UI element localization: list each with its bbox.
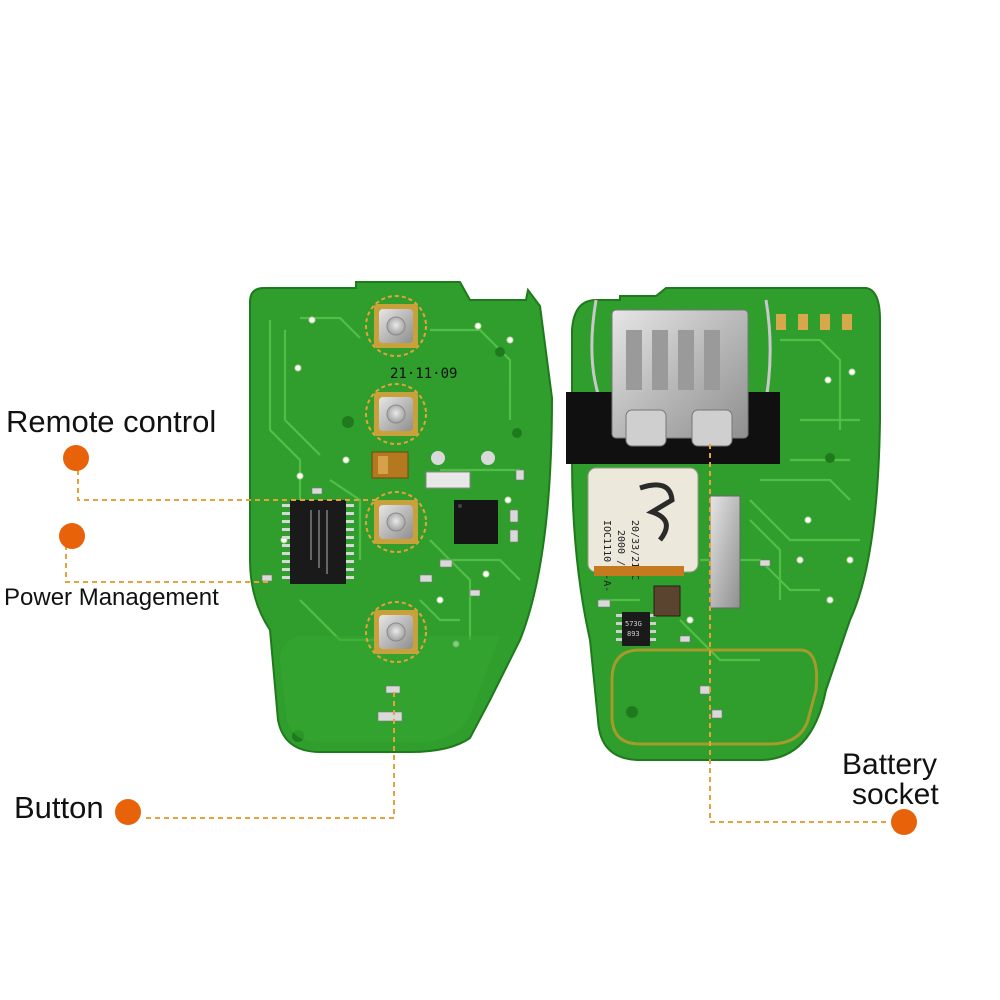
chip-marking-2: 893 xyxy=(627,630,640,638)
pcb-button-1 xyxy=(365,295,427,357)
chip-marking-1: 573G xyxy=(625,620,642,628)
label-remote-control: Remote control xyxy=(6,404,217,439)
dot-button xyxy=(115,799,141,825)
battery-socket xyxy=(566,299,780,464)
metal-strip xyxy=(709,495,741,609)
pcb-button-4 xyxy=(365,601,427,663)
leader-remote-control xyxy=(77,470,376,501)
power-management-chip xyxy=(282,500,354,584)
module-text-line-1: IOC1110 P-A- xyxy=(601,520,612,592)
right-pcb-board: IOC1110 P-A- 2000 / 20/33/21 C 573G 893 xyxy=(566,287,881,761)
left-pcb-board: 21·11·09 xyxy=(249,281,554,753)
dot-power-management xyxy=(59,523,85,549)
pcb-button-2 xyxy=(365,383,427,445)
leader-power-management xyxy=(65,545,270,583)
leader-lines xyxy=(65,440,886,823)
date-print: 21·11·09 xyxy=(390,366,457,382)
dot-remote-control xyxy=(63,445,89,471)
crystal-component xyxy=(425,471,471,489)
contact-pads xyxy=(776,314,852,330)
dot-battery-socket xyxy=(891,809,917,835)
label-button: Button xyxy=(14,790,104,825)
module-text-line-2: 2000 / xyxy=(615,530,626,566)
rf-module: IOC1110 P-A- 2000 / 20/33/21 C xyxy=(587,467,699,592)
leader-battery-socket xyxy=(709,440,886,823)
brown-component xyxy=(653,585,681,617)
smd-component-amber xyxy=(371,451,409,479)
small-ic-chip: 573G 893 xyxy=(616,612,656,646)
leader-button xyxy=(146,690,395,819)
pcb-button-3 xyxy=(365,491,427,553)
remote-control-chip xyxy=(454,500,498,544)
label-power-management: Power Management xyxy=(4,584,219,611)
label-battery-line1: Battery xyxy=(842,748,938,781)
label-battery-line2: socket xyxy=(852,778,939,811)
module-text-line-3: 20/33/21 C xyxy=(629,520,640,580)
